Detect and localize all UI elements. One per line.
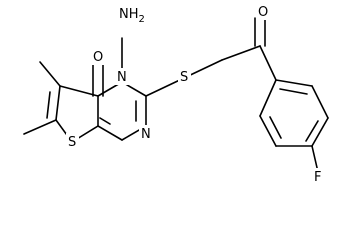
bond-layer [23,17,329,173]
bond-ch2-co [221,45,261,61]
bond-c5-methyl [39,61,61,87]
bond-ar3-ar4 [311,117,329,147]
bond-ar5-ar6 [259,115,277,147]
atom-ketone-o-ring: O [93,50,103,65]
bond-ar2-ar3 [311,85,329,119]
bond-c5-c6 [55,85,61,121]
bond-c5-c6-double [46,91,51,119]
molecule-canvas: NH2 O N N S S O F [23,2,329,185]
bond-ar1-ar2 [275,79,313,87]
atom-thiophene-s: S [68,135,76,150]
atom-fluorine: F [314,170,321,185]
bond-ar3-ar4-double [305,120,319,142]
bond-ar6-ar1 [259,79,277,117]
structure-diagram: NH2 O N N S S O F [23,2,329,185]
bond-c4a-c5 [59,85,99,97]
bond-c6-methyl [23,119,57,135]
bond-ar1-ar2-double [279,88,308,95]
bond-c2-s [145,77,185,97]
bond-co-aryl [259,45,277,81]
bond-ar5-ar6-double [269,116,282,139]
atom-thioether-s: S [180,70,188,85]
atom-n1: N [141,127,151,142]
atom-ketone-o-chain: O [258,5,268,20]
bond-ar4-f [311,145,319,173]
atom-n3: N [117,70,127,85]
atom-layer: NH2 O N N S S O F [66,2,325,185]
atom-amino: NH2 [119,7,145,25]
bond-c7a-c4a [97,125,123,141]
bond-c7a-c4a-double [99,117,111,125]
